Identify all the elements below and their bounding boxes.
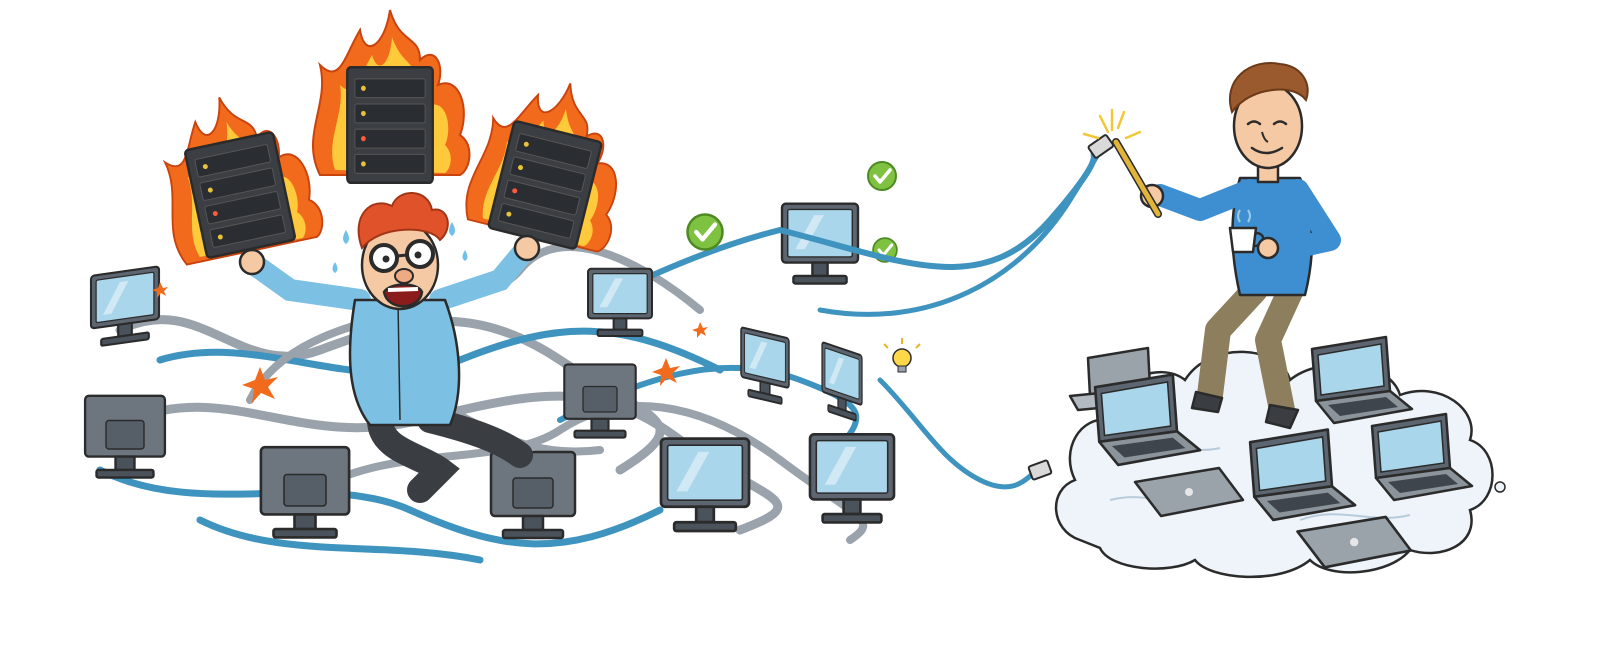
- cable-icon: [1027, 459, 1053, 481]
- checkmark-icon: [866, 160, 898, 192]
- server-icon: [345, 65, 435, 185]
- spark-icon: [692, 322, 708, 338]
- spark-icon: [152, 282, 168, 298]
- monitor-icon: [739, 326, 791, 407]
- spark-icon: [242, 367, 278, 403]
- monitor-icon: [489, 450, 577, 540]
- checkmark-icon: [688, 215, 723, 250]
- laptops-cluster: [1068, 335, 1474, 569]
- monitor-icon: [89, 265, 161, 349]
- calm-section: [1054, 62, 1506, 579]
- cable-icon: [1087, 134, 1115, 159]
- monitor-icon: [83, 394, 167, 479]
- coffee-cup-icon: [1228, 209, 1265, 254]
- monitor-icon: [586, 267, 654, 338]
- magic-wand-icon: [1082, 108, 1162, 218]
- connection-cables: [777, 134, 1115, 490]
- monitor-icon: [259, 445, 351, 539]
- chaos-section: [83, 9, 921, 564]
- monitor-icon: [563, 363, 637, 439]
- spark-icon: [652, 358, 680, 386]
- sparks: [152, 282, 708, 403]
- monitor-icon: [659, 437, 751, 533]
- calm-admin: [1082, 62, 1341, 430]
- lightbulb-icon: [883, 338, 921, 373]
- laptop-icon: [1310, 335, 1414, 425]
- stressed-admin: [238, 192, 541, 503]
- monitor-icon: [808, 432, 896, 524]
